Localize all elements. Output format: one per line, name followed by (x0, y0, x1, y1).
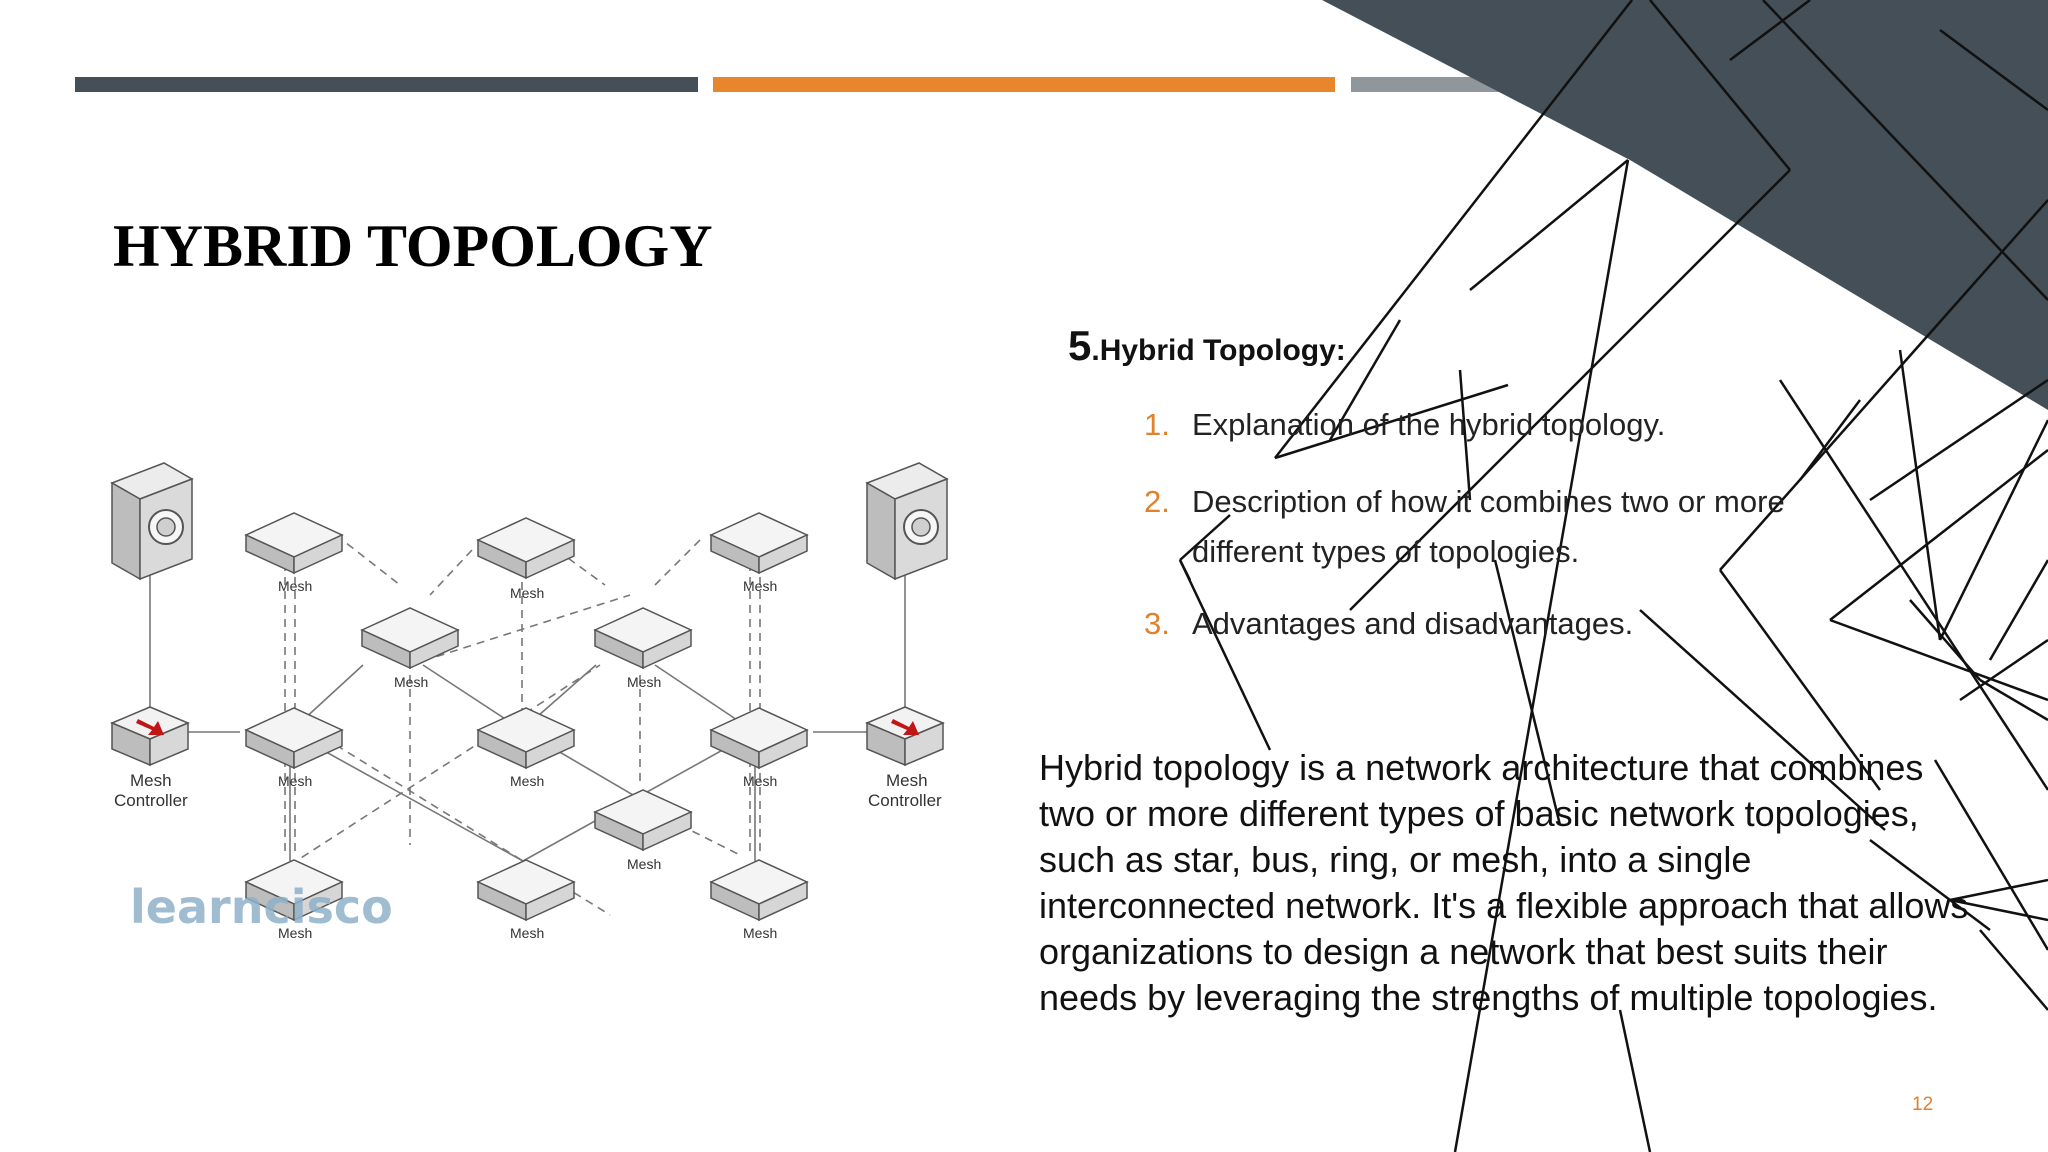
list-item-text: Explanation of the hybrid topology. (1192, 407, 1666, 442)
list-marker: 3. (1144, 606, 1170, 641)
top-bar-gray (1351, 77, 1501, 92)
topic-list: 1. Explanation of the hybrid topology. 2… (1144, 400, 1904, 676)
mesh-node (361, 607, 459, 669)
mesh-label: Mesh (510, 585, 544, 601)
mesh-node (710, 707, 808, 769)
list-item: 2. Description of how it combines two or… (1144, 477, 1904, 577)
mesh-label: Mesh (394, 674, 428, 690)
mesh-node (594, 789, 692, 851)
hybrid-topology-diagram: Mesh Mesh Mesh Mesh Mesh Mesh Mesh Mesh … (110, 462, 948, 941)
controller-label: Controller (868, 791, 942, 810)
list-item: 3. Advantages and disadvantages. (1144, 599, 1904, 649)
mesh-node (245, 707, 343, 769)
mesh-label: Mesh (278, 925, 312, 941)
mesh-label: Mesh (510, 925, 544, 941)
section-heading-text: .Hybrid Topology: (1091, 334, 1346, 367)
mesh-controller-right (865, 706, 945, 767)
server-right (866, 462, 948, 580)
controller-label: Mesh (130, 771, 172, 790)
page-number: 12 (1912, 1094, 1934, 1115)
slide-title: HYBRID TOPOLOGY (113, 213, 713, 279)
mesh-label: Mesh (743, 578, 777, 594)
mesh-node (594, 607, 692, 669)
mesh-label: Mesh (510, 773, 544, 789)
mesh-node (245, 512, 343, 574)
controller-label: Controller (114, 791, 188, 810)
section-heading: 5.Hybrid Topology: (1068, 322, 1346, 370)
mesh-label: Mesh (278, 578, 312, 594)
server-left (111, 462, 193, 580)
mesh-node (710, 512, 808, 574)
mesh-node (477, 517, 575, 579)
list-item: 1. Explanation of the hybrid topology. (1144, 400, 1904, 450)
top-bar-orange (713, 77, 1335, 92)
list-marker: 1. (1144, 407, 1170, 442)
mesh-node (477, 707, 575, 769)
mesh-label: Mesh (278, 773, 312, 789)
description-paragraph: Hybrid topology is a network architectur… (1039, 747, 1969, 1018)
mesh-node (710, 859, 808, 921)
watermark: learncisco (130, 880, 393, 934)
list-item-text: Advantages and disadvantages. (1192, 606, 1634, 641)
top-bar-dark (75, 77, 698, 92)
list-item-text: Description of how it combines two or mo… (1192, 484, 1785, 569)
section-number: 5 (1068, 322, 1092, 369)
mesh-label: Mesh (627, 674, 661, 690)
mesh-label: Mesh (627, 856, 661, 872)
mesh-label: Mesh (743, 925, 777, 941)
list-marker: 2. (1144, 484, 1170, 519)
mesh-controller-left (110, 706, 190, 767)
mesh-node (477, 859, 575, 921)
mesh-label: Mesh (743, 773, 777, 789)
controller-label: Mesh (886, 771, 928, 790)
